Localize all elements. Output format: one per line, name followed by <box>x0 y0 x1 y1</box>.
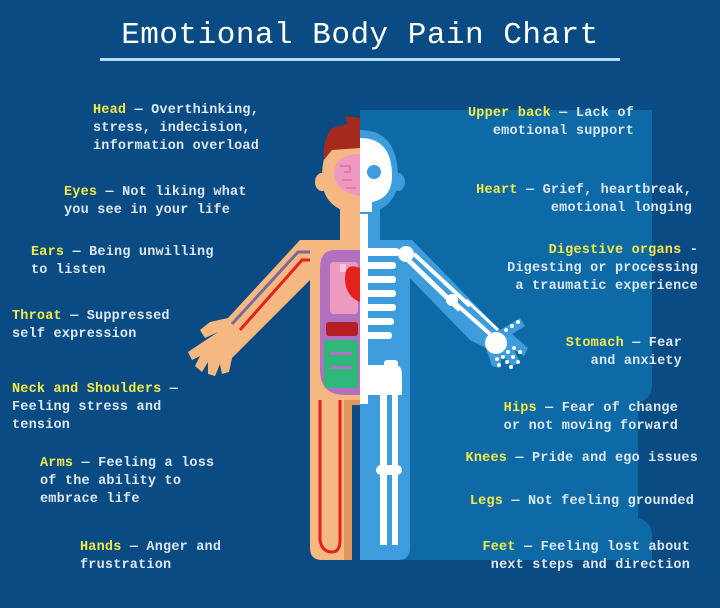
label-throat: Throat — Suppressed self expression <box>12 309 170 342</box>
label-stomach: Stomach — Fear and anxiety <box>565 336 682 369</box>
title-underline <box>100 58 620 61</box>
label-arms: Arms — Feeling a loss of the ability to … <box>40 456 215 507</box>
label-digestive-organs: Digestive organs - Digesting or processi… <box>507 243 698 294</box>
label-ears: Ears — Being unwilling to listen <box>31 245 214 278</box>
label-knees: Knees — Pride and ego issues <box>465 451 698 466</box>
label-upper-back: Upper back — Lack of emotional support <box>467 106 634 139</box>
page-title: Emotional Body Pain Chart <box>121 18 599 53</box>
skeleton-half <box>360 130 528 560</box>
label-neck-shoulders: Neck and Shoulders — Feeling stress and … <box>12 382 179 433</box>
label-legs: Legs — Not feeling grounded <box>469 494 694 509</box>
label-feet: Feet — Feeling lost about next steps and… <box>482 540 690 573</box>
label-head: Head — Overthinking, stress, indecision,… <box>93 103 260 154</box>
label-eyes: Eyes — Not liking what you see in your l… <box>64 185 247 218</box>
label-hands: Hands — Anger and frustration <box>80 540 222 573</box>
human-half <box>188 116 360 560</box>
label-heart: Heart — Grief, heartbreak, emotional lon… <box>476 183 692 216</box>
label-hips: Hips — Fear of change or not moving forw… <box>503 401 678 434</box>
